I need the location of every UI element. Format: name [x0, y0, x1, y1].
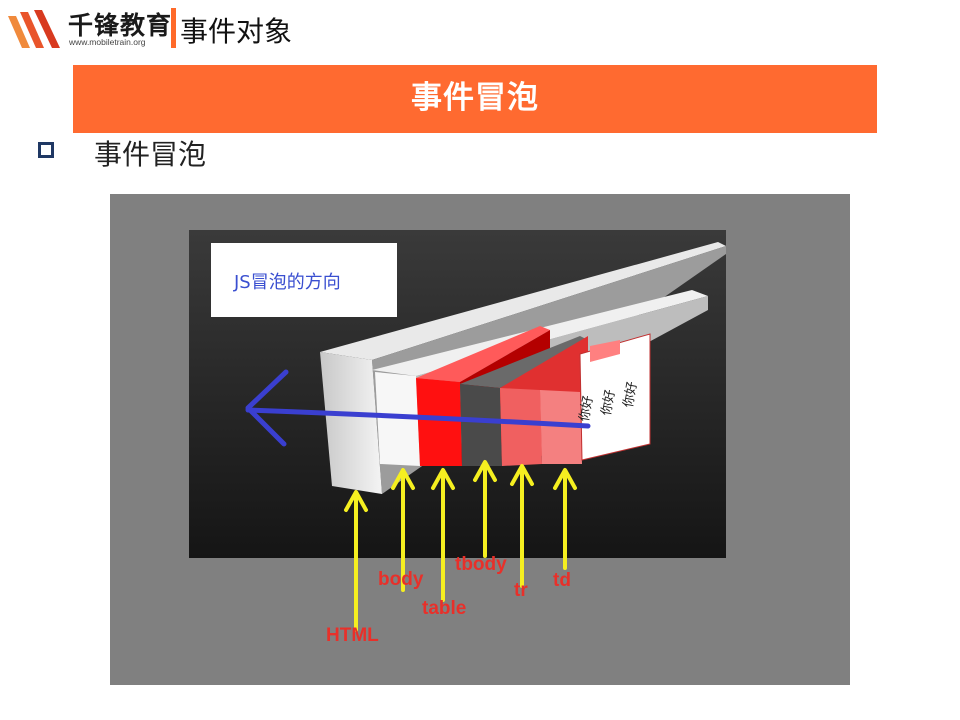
brand-logo-icon [8, 10, 60, 48]
event-bubbling-figure: JS冒泡的方向 你好 你好 你好 [110, 194, 850, 685]
brand-name: 千锋教育 [68, 11, 173, 40]
label-table: table [422, 598, 466, 619]
html-pointer-arrow-icon [344, 490, 368, 632]
page-title: 事件对象 [180, 15, 293, 48]
label-body: body [378, 569, 424, 590]
td-cell-top [590, 340, 620, 362]
section-banner: 事件冒泡 [73, 65, 877, 133]
cell-text-3: 你好 [621, 380, 640, 408]
html-slab-front [320, 352, 382, 494]
tbody-pointer-arrow-icon [473, 460, 497, 558]
header-divider [171, 8, 176, 48]
label-tr: tr [514, 580, 528, 601]
cell-text-2: 你好 [599, 388, 618, 416]
bubbling-diagram: JS冒泡的方向 你好 你好 你好 [189, 230, 726, 646]
html-slab-top [320, 242, 726, 360]
brand-url: www.mobiletrain.org [69, 37, 146, 47]
bubbling-arrow-head-icon [245, 369, 289, 447]
cell-text-1: 你好 [577, 394, 596, 422]
caption-text: JS冒泡的方向 [233, 272, 341, 293]
hollow-square-bullet-icon [38, 142, 54, 158]
bullet-text: 事件冒泡 [94, 138, 207, 171]
td-pointer-arrow-icon [553, 468, 577, 570]
table-slab-front [416, 378, 462, 466]
table-pointer-arrow-icon [431, 468, 455, 602]
label-td: td [553, 570, 571, 591]
body-slab-front [375, 372, 420, 466]
table-slab-top [416, 326, 550, 382]
caption-box [211, 243, 397, 317]
tr-pointer-arrow-icon [510, 464, 534, 588]
label-html: HTML [326, 625, 379, 646]
tr-slab-front [500, 388, 542, 466]
body-pointer-arrow-icon [391, 468, 415, 592]
bubbling-arrow-shaft [245, 407, 591, 429]
label-tbody: tbody [455, 554, 507, 575]
tbody-slab-top [460, 336, 588, 388]
tbody-slab-front [460, 384, 502, 466]
